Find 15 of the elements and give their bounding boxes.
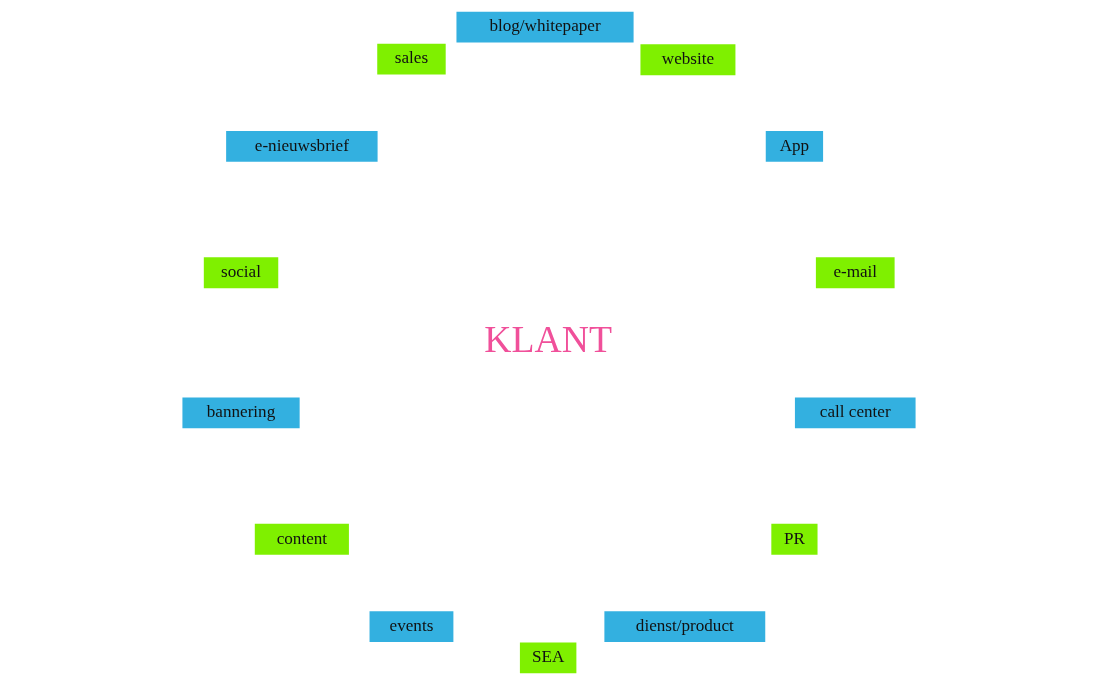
- node-box: events: [369, 611, 454, 643]
- node-box: website: [640, 44, 736, 76]
- node-box: social: [203, 257, 279, 289]
- node-box: blog/whitepaper: [456, 11, 634, 43]
- node-box: e-nieuwsbrief: [226, 131, 378, 162]
- node-box: PR: [771, 523, 818, 555]
- node-box: dienst/product: [604, 611, 766, 643]
- node-box: App: [765, 131, 824, 162]
- node-box: SEA: [519, 642, 577, 674]
- label: KLANT: [484, 318, 612, 361]
- node-box: call center: [794, 397, 916, 429]
- node-box: content: [254, 523, 349, 555]
- node-box: bannering: [182, 397, 300, 429]
- node-box: sales: [377, 43, 446, 75]
- node-box: e-mail: [815, 257, 895, 289]
